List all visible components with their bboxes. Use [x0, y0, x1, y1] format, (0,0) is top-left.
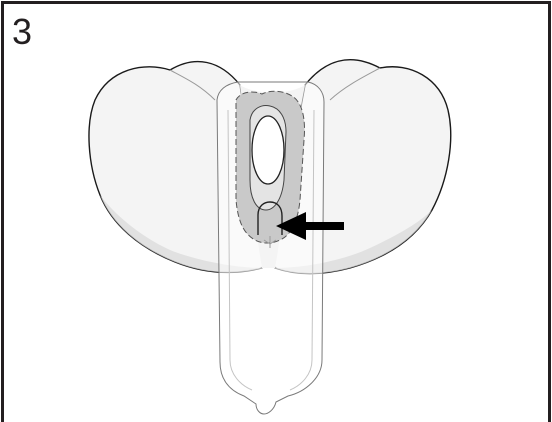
step-number: 3	[12, 14, 32, 50]
device-opening	[252, 116, 284, 184]
